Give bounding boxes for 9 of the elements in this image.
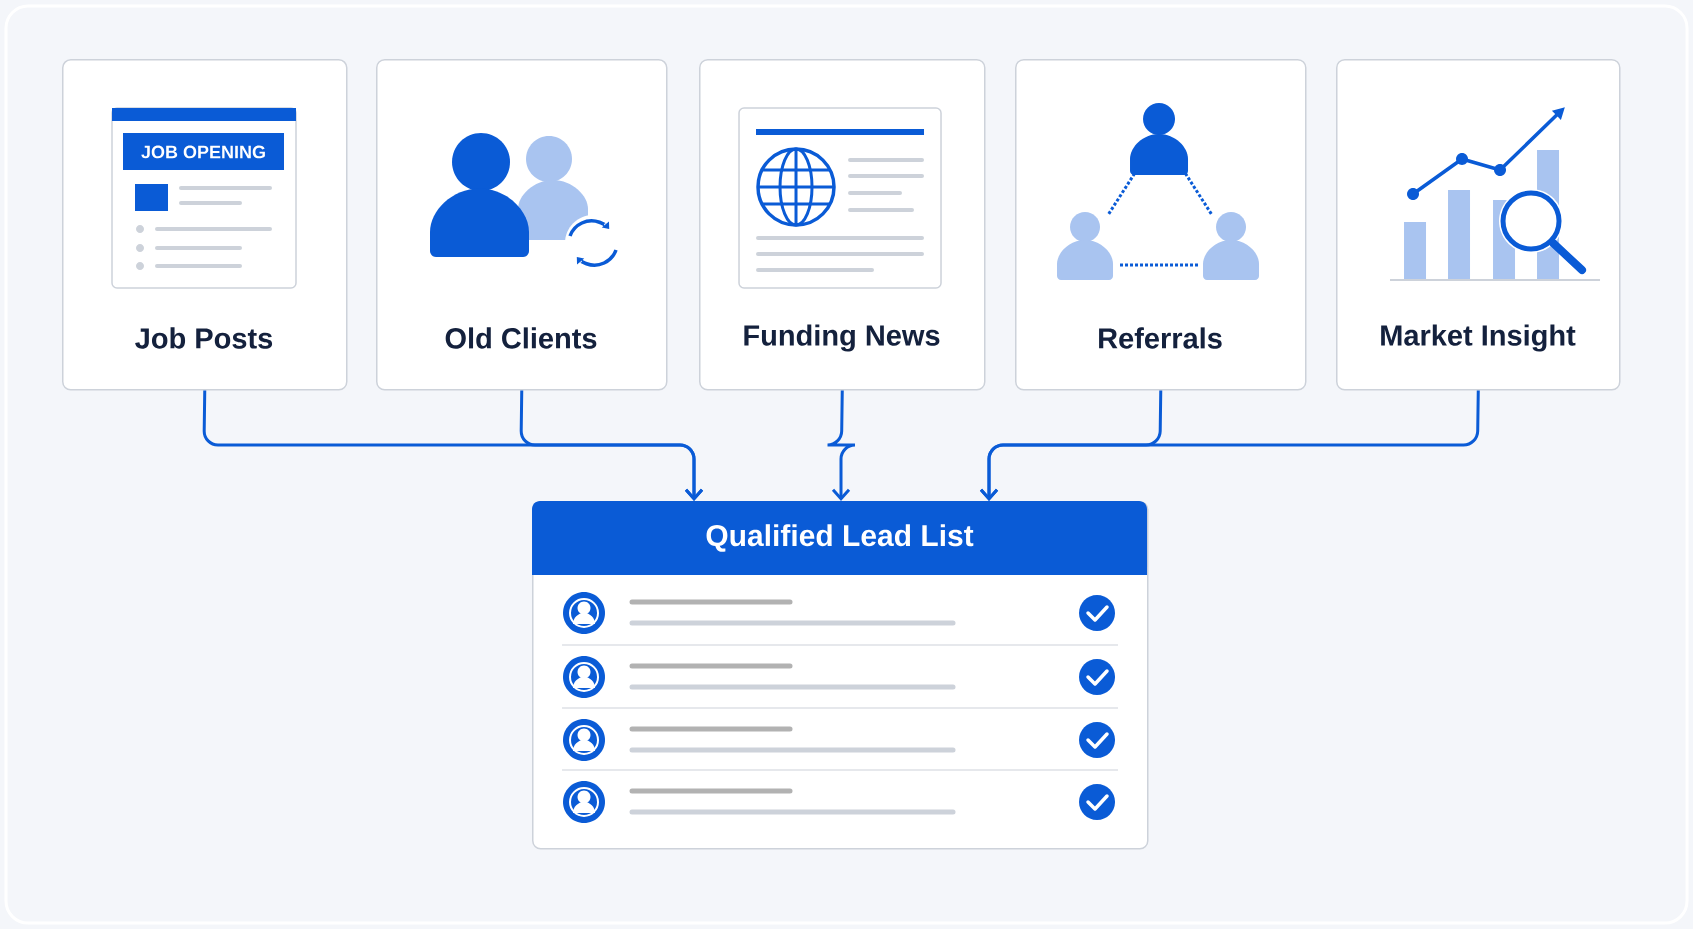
- arrow: [519, 390, 704, 501]
- arrow: [979, 390, 1480, 501]
- source-card: Referrals: [1015, 59, 1307, 391]
- source-card: Market Insight: [1336, 59, 1621, 391]
- source-card: Old Clients: [376, 59, 668, 391]
- source-card: Funding News: [699, 59, 986, 391]
- banner-text: JOB OPENING: [141, 145, 265, 159]
- arrow: [826, 390, 857, 501]
- source-card: JOB OPENING Job Posts: [62, 59, 348, 391]
